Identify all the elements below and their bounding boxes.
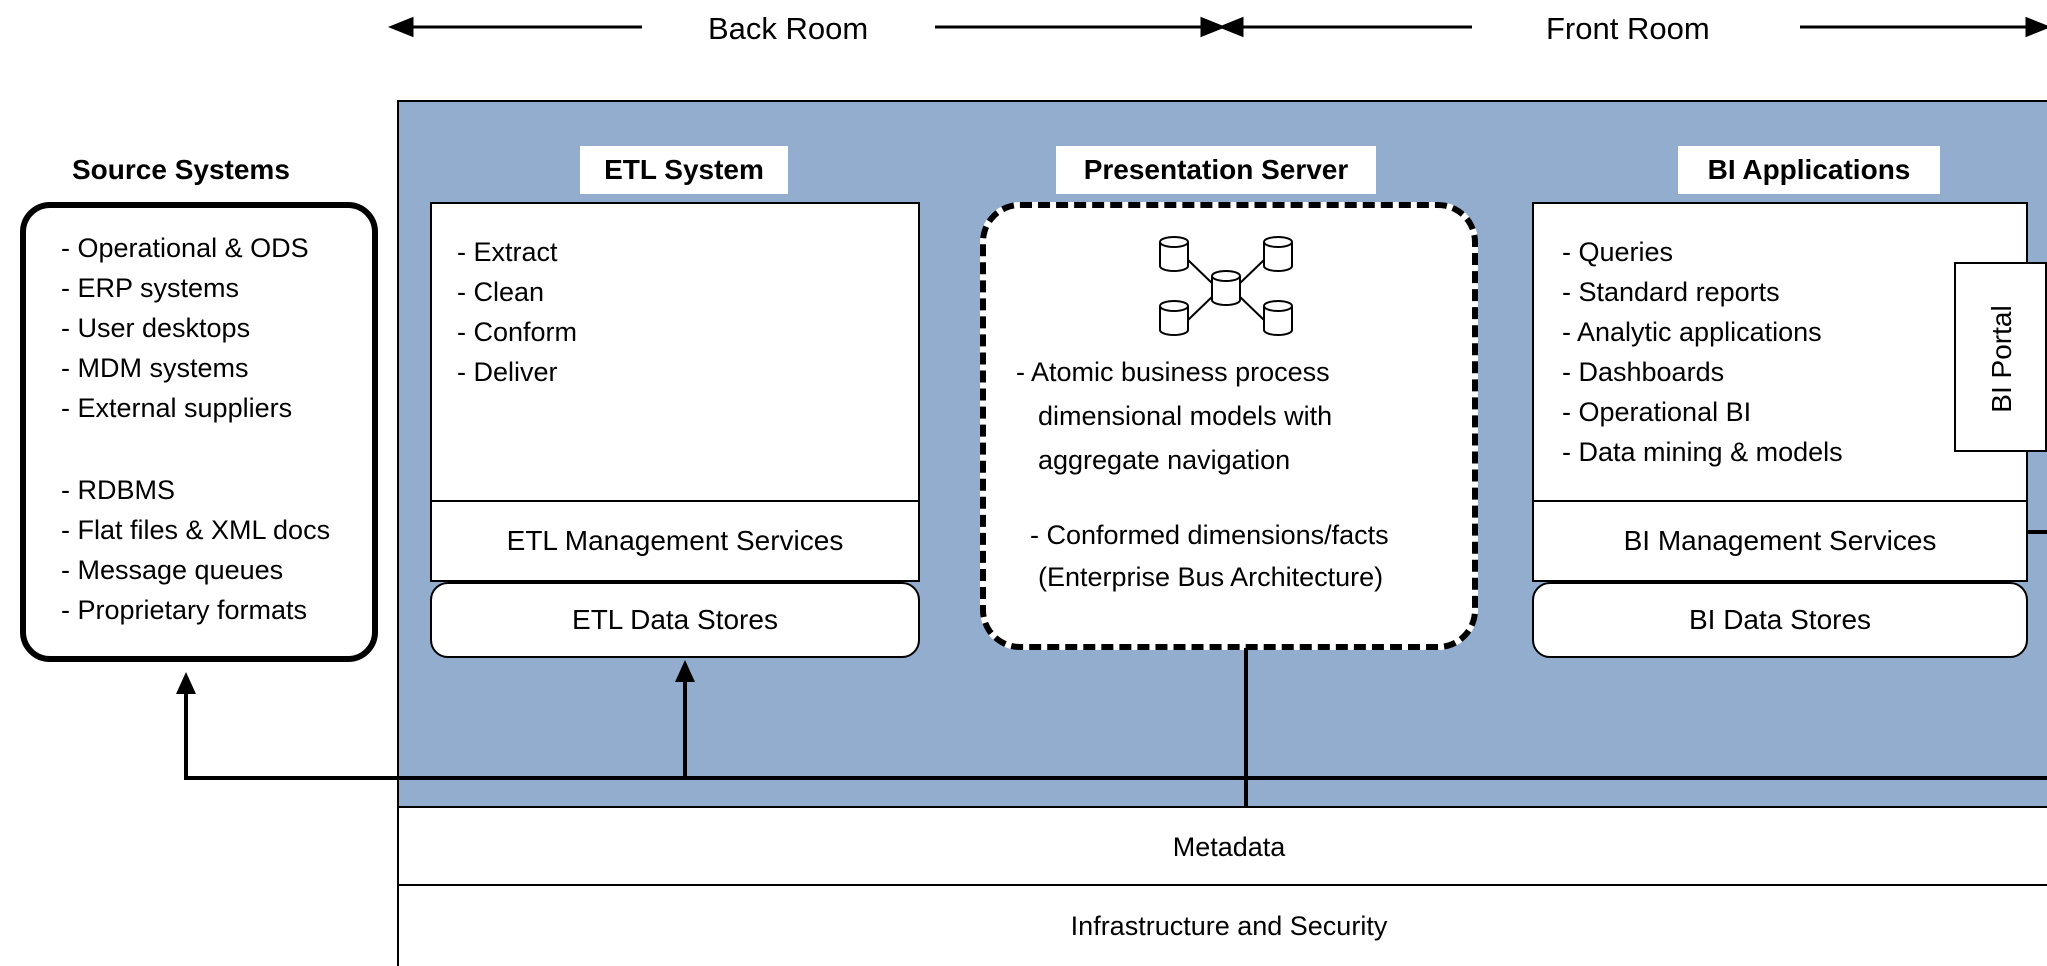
etl-step: - Conform bbox=[457, 317, 578, 347]
source-item: - User desktops bbox=[61, 313, 251, 343]
bi-applications-box: - Queries - Standard reports - Analytic … bbox=[1532, 202, 2028, 582]
bi-portal-box: BI Portal bbox=[1954, 262, 2047, 452]
etl-system-title-text: ETL System bbox=[604, 154, 764, 185]
bi-applications-list: - Queries - Standard reports - Analytic … bbox=[1562, 232, 1843, 472]
source-item: - RDBMS bbox=[61, 475, 175, 505]
bi-management-services: BI Management Services bbox=[1623, 525, 1937, 556]
bi-data-stores: BI Data Stores bbox=[1532, 582, 2028, 658]
bi-application-item: - Standard reports bbox=[1562, 277, 1780, 307]
etl-steps-list: - Extract - Clean - Conform - Deliver bbox=[457, 232, 577, 392]
bi-application-item: - Analytic applications bbox=[1562, 317, 1822, 347]
source-item: - Flat files & XML docs bbox=[61, 515, 331, 545]
etl-step: - Clean bbox=[457, 277, 545, 307]
etl-system-title: ETL System bbox=[580, 146, 788, 194]
source-item: - Message queues bbox=[61, 555, 284, 585]
source-item: - Proprietary formats bbox=[61, 595, 308, 625]
etl-stores-arrowhead bbox=[675, 660, 695, 682]
bi-application-item: - Operational BI bbox=[1562, 397, 1752, 427]
bi-divider bbox=[1534, 500, 2026, 502]
bi-application-item: - Data mining & models bbox=[1562, 437, 1843, 467]
etl-step: - Extract bbox=[457, 237, 558, 267]
bi-applications-title-text: BI Applications bbox=[1707, 154, 1911, 185]
source-arrowhead bbox=[176, 672, 196, 694]
presentation-text-2: - Conformed dimensions/facts (Enterprise… bbox=[1030, 514, 1389, 598]
presentation-line: dimensional models with bbox=[1038, 401, 1333, 431]
etl-management-services: ETL Management Services bbox=[506, 525, 844, 556]
presentation-line: aggregate navigation bbox=[1038, 445, 1291, 475]
source-item: - ERP systems bbox=[61, 273, 240, 303]
database-network-icon bbox=[1158, 236, 1293, 336]
presentation-text-1: - Atomic business process dimensional mo… bbox=[1016, 350, 1332, 482]
infrastructure-label: Infrastructure and Security bbox=[1070, 910, 1388, 941]
presentation-server-title-text: Presentation Server bbox=[1083, 154, 1349, 185]
source-item: - Operational & ODS bbox=[61, 233, 309, 263]
presentation-server-box: - Atomic business process dimensional mo… bbox=[980, 202, 1478, 650]
metadata-label: Metadata bbox=[1172, 831, 1286, 862]
source-item: - MDM systems bbox=[61, 353, 249, 383]
presentation-line: (Enterprise Bus Architecture) bbox=[1038, 562, 1384, 592]
presentation-line: - Conformed dimensions/facts bbox=[1030, 520, 1389, 550]
front-room-label: Front Room bbox=[1546, 11, 1710, 46]
etl-step: - Deliver bbox=[457, 357, 558, 387]
metadata-band: Metadata bbox=[397, 806, 2047, 886]
presentation-server-title: Presentation Server bbox=[1056, 146, 1376, 194]
source-systems-list-2: - RDBMS - Flat files & XML docs - Messag… bbox=[61, 470, 330, 630]
bi-application-item: - Dashboards bbox=[1562, 357, 1725, 387]
source-systems-box: - Operational & ODS - ERP systems - User… bbox=[20, 202, 378, 662]
source-systems-list-1: - Operational & ODS - ERP systems - User… bbox=[61, 228, 309, 428]
top-arrows bbox=[387, 16, 2047, 38]
infrastructure-band: Infrastructure and Security bbox=[397, 884, 2047, 966]
bi-applications-title: BI Applications bbox=[1678, 146, 1940, 194]
etl-divider bbox=[432, 500, 918, 502]
etl-data-stores: ETL Data Stores bbox=[430, 582, 920, 658]
etl-system-box: - Extract - Clean - Conform - Deliver ET… bbox=[430, 202, 920, 582]
presentation-line: - Atomic business process bbox=[1016, 357, 1330, 387]
source-item: - External suppliers bbox=[61, 393, 293, 423]
back-room-label: Back Room bbox=[708, 11, 869, 46]
bi-application-item: - Queries bbox=[1562, 237, 1674, 267]
source-systems-title: Source Systems bbox=[72, 154, 290, 185]
